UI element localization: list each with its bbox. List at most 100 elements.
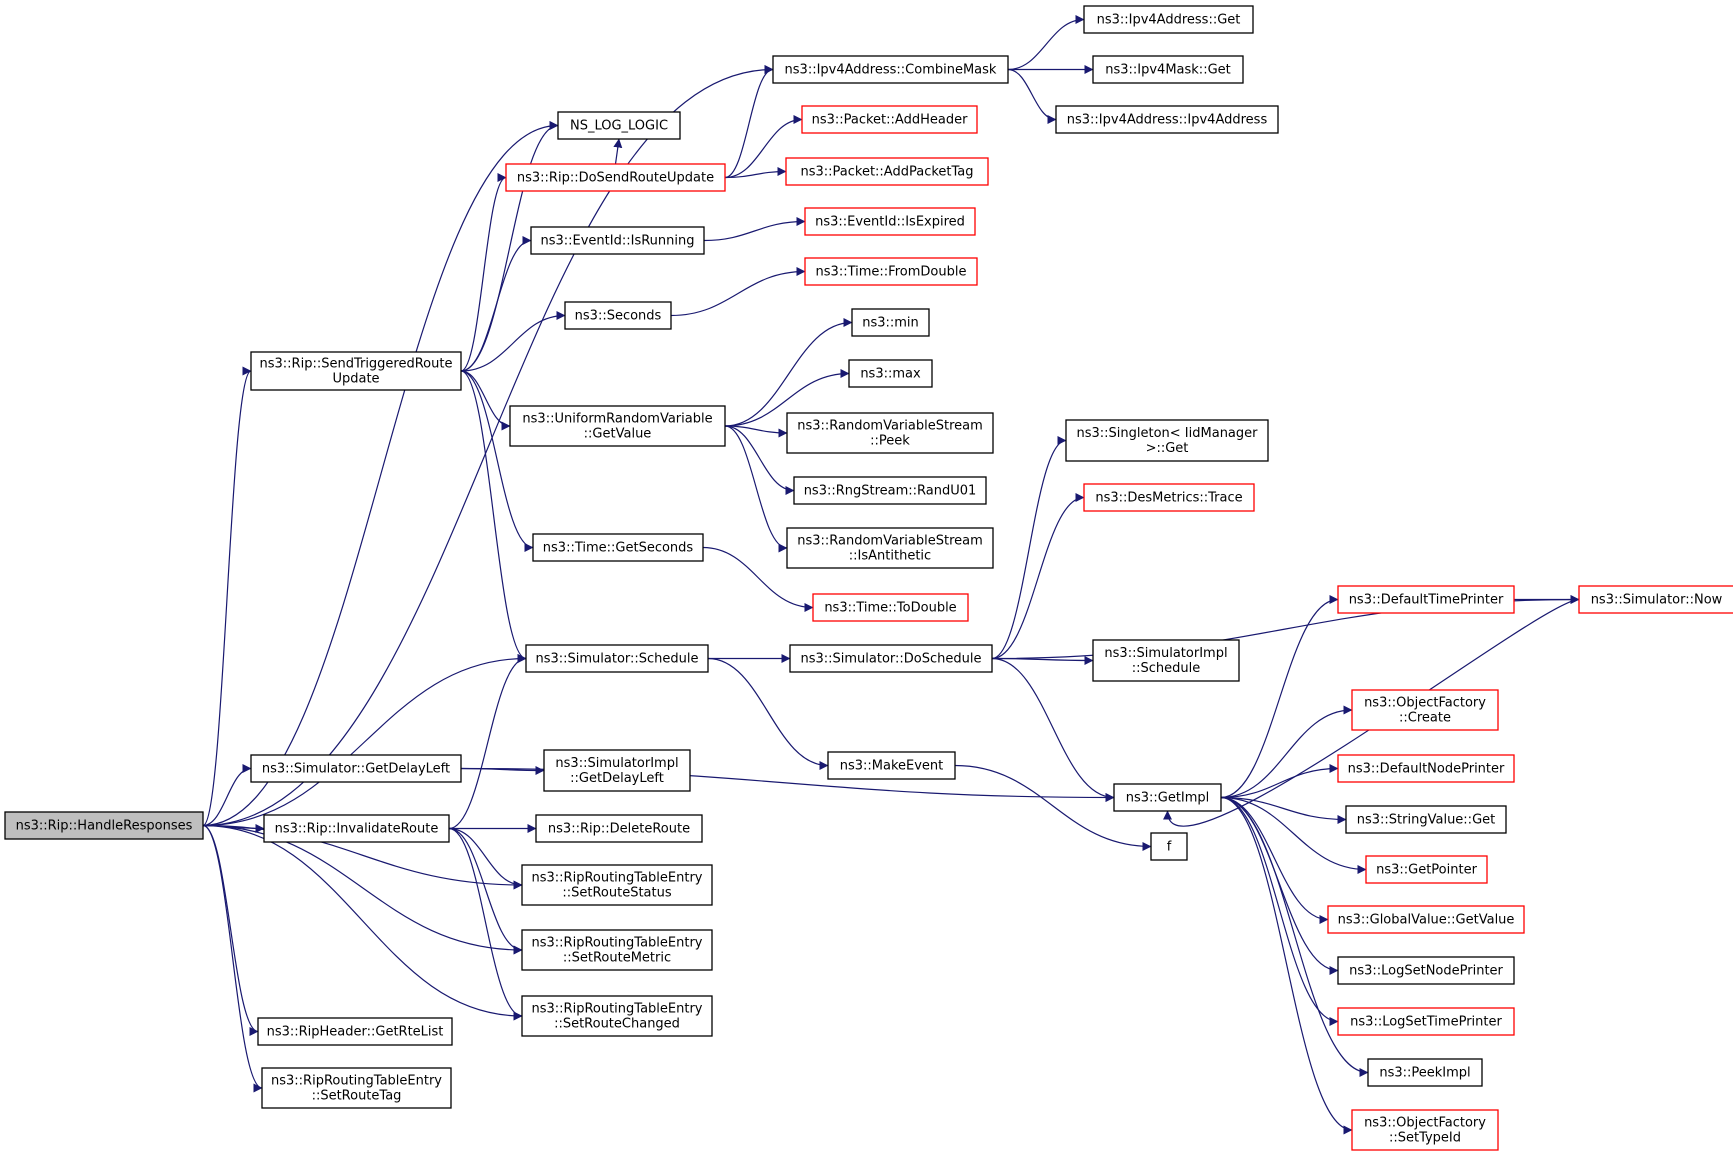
node-set-route-changed[interactable]: ns3::RipRoutingTableEntry::SetRouteChang… [521,995,713,1037]
node-rng-rand-u01[interactable]: ns3::RngStream::RandU01 [793,476,987,505]
node-simulator-get-delay-left[interactable]: ns3::Simulator::GetDelayLeft [250,754,462,783]
node-simulator-now[interactable]: ns3::Simulator::Now [1578,585,1733,614]
call-edge-simulator-now-to-get-impl [1163,598,1580,827]
node-label: ns3::RngStream::RandU01 [804,484,977,499]
node-set-route-tag[interactable]: ns3::RipRoutingTableEntry::SetRouteTag [261,1067,452,1109]
node-time-get-seconds[interactable]: ns3::Time::GetSeconds [532,533,704,562]
node-box [525,644,709,673]
node-box [261,1067,452,1109]
call-edge-simulator-schedule-to-make-event [707,657,829,770]
node-label: ns3::RipRoutingTableEntry [532,871,703,886]
node-simulator-schedule[interactable]: ns3::Simulator::Schedule [525,644,709,673]
node-label: ::SetRouteStatus [562,886,671,901]
node-f[interactable]: f [1150,832,1188,861]
call-edge-root-to-rip-header-get-rte-list [202,824,259,1036]
node-simulator-do-schedule[interactable]: ns3::Simulator::DoSchedule [789,644,993,673]
call-edge-invalidate-route-to-set-route-changed [448,827,523,1021]
node-make-event[interactable]: ns3::MakeEvent [827,751,956,780]
node-ipv4mask-get[interactable]: ns3::Ipv4Mask::Get [1092,55,1244,84]
node-rvs-is-antithetic[interactable]: ns3::RandomVariableStream::IsAntithetic [786,527,994,569]
node-do-send-route-update[interactable]: ns3::Rip::DoSendRouteUpdate [505,163,726,192]
node-box [1337,585,1515,614]
node-string-value-get[interactable]: ns3::StringValue::Get [1345,805,1507,834]
node-packet-add-header[interactable]: ns3::Packet::AddHeader [801,105,978,134]
node-label: ns3::min [862,316,919,331]
node-box [801,105,978,134]
call-edge-simulator-do-schedule-to-desmetrics-trace [991,493,1085,660]
node-peek-impl[interactable]: ns3::PeekImpl [1367,1058,1483,1087]
node-label: ns3::Simulator::Schedule [535,652,698,667]
node-set-route-metric[interactable]: ns3::RipRoutingTableEntry::SetRouteMetri… [521,929,713,971]
node-box [250,351,462,391]
call-edge-simulator-do-schedule-to-singleton-get [991,436,1067,660]
node-packet-add-packet-tag[interactable]: ns3::Packet::AddPacketTag [785,157,989,186]
node-box [793,476,987,505]
node-label: >::Get [1146,441,1189,456]
node-label: ns3::max [860,367,921,382]
node-singleton-get[interactable]: ns3::Singleton< IidManager>::Get [1065,419,1269,462]
call-edge-uniform-get-value-to-max [724,369,850,427]
call-edge-simulator-do-schedule-to-get-impl [991,657,1115,802]
node-desmetrics-trace[interactable]: ns3::DesMetrics::Trace [1083,483,1255,512]
node-uniform-get-value[interactable]: ns3::UniformRandomVariable::GetValue [509,405,726,447]
call-edge-get-impl-to-object-factory-set-type-id [1220,796,1353,1135]
node-log-set-time-printer[interactable]: ns3::LogSetTimePrinter [1337,1007,1515,1036]
node-object-factory-set-type-id[interactable]: ns3::ObjectFactory::SetTypeId [1351,1109,1499,1151]
node-label: ns3::GetPointer [1376,863,1477,878]
node-label: ::SetRouteTag [312,1089,402,1104]
node-min[interactable]: ns3::min [851,308,930,337]
node-default-time-printer[interactable]: ns3::DefaultTimePrinter [1337,585,1515,614]
node-simulatorimpl-get-delay-left[interactable]: ns3::SimulatorImpl::GetDelayLeft [543,749,691,792]
node-box [564,301,672,330]
node-label: NS_LOG_LOGIC [570,119,668,134]
node-get-pointer[interactable]: ns3::GetPointer [1365,855,1488,884]
node-label: ::Schedule [1132,661,1201,676]
node-invalidate-route[interactable]: ns3::Rip::InvalidateRoute [263,814,450,843]
node-seconds[interactable]: ns3::Seconds [564,301,672,330]
node-simulatorimpl-schedule[interactable]: ns3::SimulatorImpl::Schedule [1092,639,1240,682]
node-label: ns3::Simulator::GetDelayLeft [262,762,450,777]
node-label: ns3::Ipv4Address::Get [1097,13,1241,28]
node-box [1337,754,1515,783]
node-time-to-double[interactable]: ns3::Time::ToDouble [812,593,969,622]
node-max[interactable]: ns3::max [848,359,933,388]
node-label: ns3::Simulator::DoSchedule [800,652,981,667]
node-label: ns3::DefaultNodePrinter [1348,762,1505,777]
call-edge-send-triggered-route-update-to-do-send-route-update [460,173,507,372]
node-rip-header-get-rte-list[interactable]: ns3::RipHeader::GetRteList [257,1017,453,1046]
node-label: ns3::EventId::IsRunning [540,234,694,249]
node-box [804,207,976,236]
node-ipv4addr-ctor[interactable]: ns3::Ipv4Address::Ipv4Address [1055,105,1279,134]
node-label: ::SetTypeId [1389,1131,1461,1146]
node-label: ns3::RipRoutingTableEntry [271,1074,442,1089]
node-box [521,864,713,906]
node-combine-mask[interactable]: ns3::Ipv4Address::CombineMask [772,55,1009,84]
call-edge-root-to-set-route-tag [202,824,263,1093]
node-default-node-printer[interactable]: ns3::DefaultNodePrinter [1337,754,1515,783]
node-ipv4addr-get[interactable]: ns3::Ipv4Address::Get [1083,5,1254,34]
node-box [1345,805,1507,834]
node-root[interactable]: ns3::Rip::HandleResponses [4,811,204,840]
node-global-value-get-value[interactable]: ns3::GlobalValue::GetValue [1327,905,1525,934]
call-edge-time-get-seconds-to-time-to-double [702,546,814,612]
node-label: ns3::Time::GetSeconds [543,541,694,556]
node-box [521,929,713,971]
call-edge-root-to-simulator-schedule [202,654,527,827]
node-time-from-double[interactable]: ns3::Time::FromDouble [804,257,978,286]
node-object-factory-create[interactable]: ns3::ObjectFactory::Create [1351,689,1499,731]
node-label: f [1167,840,1172,855]
node-box [4,811,204,840]
node-box [1367,1058,1483,1087]
node-rvs-peek[interactable]: ns3::RandomVariableStream::Peek [786,412,994,454]
node-box [848,359,933,388]
node-eventid-is-expired[interactable]: ns3::EventId::IsExpired [804,207,976,236]
node-delete-route[interactable]: ns3::Rip::DeleteRoute [535,814,703,843]
node-log-set-node-printer[interactable]: ns3::LogSetNodePrinter [1337,956,1515,985]
node-ns-log-logic[interactable]: NS_LOG_LOGIC [557,111,681,140]
node-set-route-status[interactable]: ns3::RipRoutingTableEntry::SetRouteStatu… [521,864,713,906]
node-label: ns3::GetImpl [1126,791,1210,806]
node-eventid-is-running[interactable]: ns3::EventId::IsRunning [530,226,705,255]
node-label: ns3::Rip::SendTriggeredRoute [260,357,453,372]
node-get-impl[interactable]: ns3::GetImpl [1113,783,1222,812]
